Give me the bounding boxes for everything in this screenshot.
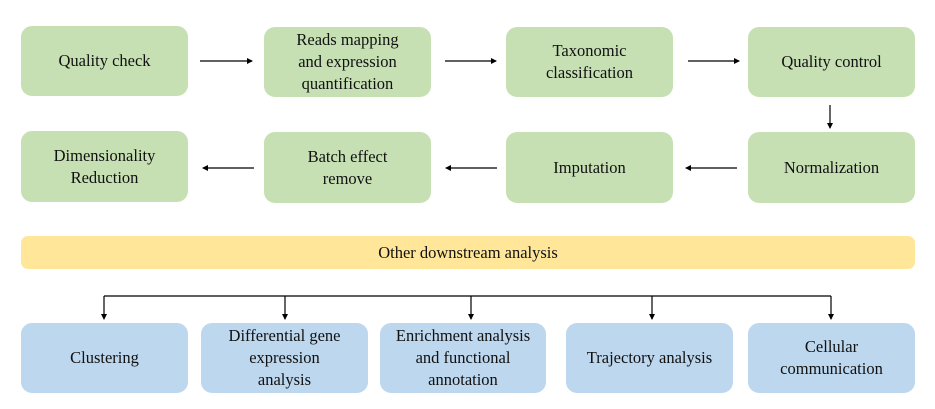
step-dimensionality-reduction: Dimensionality Reduction (21, 131, 188, 202)
step-reads-mapping: Reads mapping and expression quantificat… (264, 27, 431, 97)
analysis-label: Clustering (70, 348, 139, 367)
step-label: Quality control (781, 52, 882, 71)
step-taxonomic-classification: Taxonomic classification (506, 27, 673, 97)
step-batch-effect-remove: Batch effect remove (264, 132, 431, 203)
step-imputation: Imputation (506, 132, 673, 203)
step-label: Dimensionality Reduction (53, 145, 156, 187)
step-label: Quality check (58, 51, 151, 70)
step-label: Batch effect remove (307, 146, 388, 188)
analysis-label: Enrichment analysis and functional annot… (395, 326, 531, 389)
step-quality-check: Quality check (21, 26, 188, 96)
analysis-trajectory: Trajectory analysis (566, 323, 733, 393)
analysis-clustering: Clustering (21, 323, 188, 393)
analysis-enrichment: Enrichment analysis and functional annot… (380, 323, 546, 393)
analysis-differential-expression: Differential gene expression analysis (201, 323, 368, 393)
analysis-label: Differential gene expression analysis (228, 326, 341, 389)
step-normalization: Normalization (748, 132, 915, 203)
step-label: Normalization (783, 157, 880, 177)
analysis-cellular-communication: Cellular communication (748, 323, 915, 393)
analysis-label: Trajectory analysis (586, 348, 713, 367)
analysis-label: Cellular communication (780, 337, 883, 378)
downstream-header-label: Other downstream analysis (378, 242, 558, 262)
downstream-header: Other downstream analysis (21, 236, 915, 269)
step-label: Imputation (553, 157, 626, 177)
step-label: Taxonomic classification (545, 41, 634, 82)
step-label: Reads mapping and expression quantificat… (296, 30, 399, 93)
step-quality-control: Quality control (748, 27, 915, 97)
